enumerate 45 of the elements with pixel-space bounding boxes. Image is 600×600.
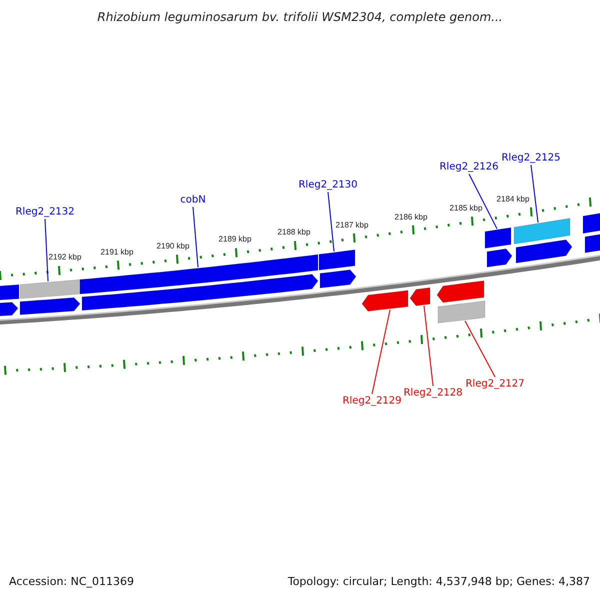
gene-label: cobN <box>180 194 206 206</box>
gene-feature <box>516 239 572 264</box>
gene-label: Rleg2_2126 <box>439 162 499 172</box>
gene-feature <box>0 302 18 317</box>
gene-bar <box>0 284 20 301</box>
leader-line <box>468 174 498 230</box>
leader-line <box>372 309 390 394</box>
gene-bar <box>20 279 80 299</box>
gene-feature <box>20 297 80 316</box>
gene-feature <box>584 233 600 254</box>
gene-label: Rleg2_2125 <box>501 152 561 164</box>
scale-label: 2187 kbp <box>336 220 368 230</box>
scale-label: 2185 kbp <box>450 204 482 213</box>
scale-label: 2191 kbp <box>100 247 134 256</box>
gene-bar <box>484 227 512 249</box>
scale-label: 2186 kbp <box>394 212 428 222</box>
footer-text: Topology: circular; Length: 4,537,948 bp; Genes: 4,387 <box>288 575 590 588</box>
gene-label: Rleg2_2132 <box>15 206 75 218</box>
gene-bar <box>318 249 356 270</box>
gene-feature <box>436 280 484 303</box>
scale-label: 2184 kbp <box>496 194 530 204</box>
leader-line <box>44 218 48 282</box>
leader-line <box>192 206 198 268</box>
gene-label: Rleg2_2127 <box>465 378 525 390</box>
scale-label: 2190 kbp <box>156 241 190 250</box>
gene-feature <box>362 290 408 312</box>
gene-feature <box>410 287 430 306</box>
scale-label: 2192 kbp <box>48 252 82 262</box>
gene-feature <box>320 269 356 288</box>
gene-feature <box>82 274 318 311</box>
gene-bar <box>514 218 570 244</box>
footer-text: Accession: NC_011369 <box>9 575 134 588</box>
title: Rhizobium leguminosarum bv. trifolii WSM2304, complete genom... <box>96 10 504 24</box>
gene-bar <box>582 211 600 234</box>
gene-feature <box>486 248 512 268</box>
scale-label: 2188 kbp <box>278 228 310 237</box>
gene-bar <box>438 300 486 324</box>
gene-label: Rleg2_2128 <box>403 388 463 398</box>
leader-line <box>530 164 538 223</box>
leader-line <box>464 320 496 378</box>
scale-label: 2189 kbp <box>218 234 252 244</box>
gene-label: Rleg2_2129 <box>342 396 402 406</box>
leader-line <box>424 305 434 386</box>
gene-label: Rleg2_2130 <box>298 180 358 190</box>
leader-line <box>328 192 334 252</box>
